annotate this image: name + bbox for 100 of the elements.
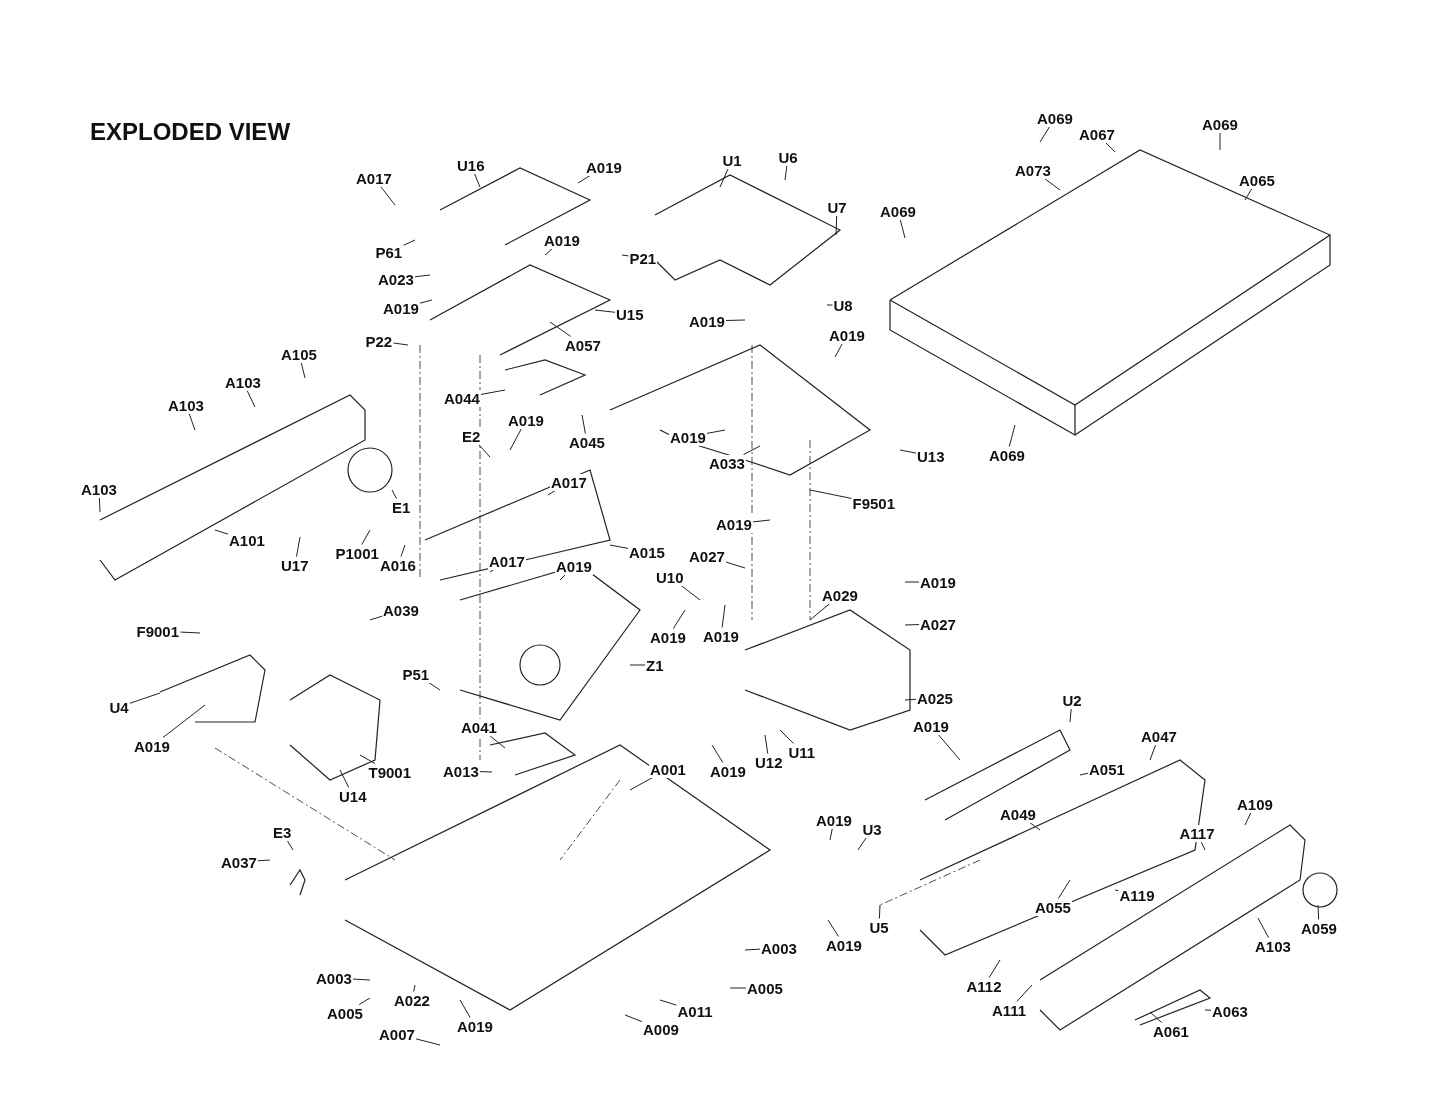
leader-line: [246, 390, 256, 408]
leader-line: [835, 215, 838, 236]
leader-line: [414, 274, 431, 278]
leader-line: [826, 304, 833, 306]
leader-line: [581, 414, 586, 434]
leader-line: [725, 319, 746, 321]
leader-line: [509, 428, 522, 451]
leader-line: [1317, 904, 1320, 920]
leader-line: [1200, 841, 1206, 851]
leader-line: [257, 859, 271, 862]
leader-line: [680, 585, 701, 601]
leader-line: [474, 173, 481, 188]
leader-line: [1149, 744, 1157, 761]
leader-line: [129, 692, 161, 704]
callout-label: A019: [715, 515, 753, 533]
leader-line: [1149, 1011, 1163, 1023]
leader-line: [809, 603, 831, 621]
leader-line: [361, 529, 371, 545]
leader-line: [413, 984, 416, 992]
leader-line: [609, 544, 629, 549]
leader-line: [214, 529, 229, 535]
callout-label: A055: [1034, 898, 1072, 916]
leader-line: [1244, 812, 1252, 826]
leader-line: [784, 165, 788, 181]
leader-line: [899, 449, 917, 454]
leader-line: [904, 698, 917, 701]
leader-line: [415, 1038, 441, 1046]
leader-line: [391, 489, 397, 499]
callout-label: A041: [460, 718, 498, 736]
leader-line: [459, 999, 471, 1018]
leader-line: [594, 309, 616, 313]
leader-line: [624, 1014, 643, 1023]
leader-line: [764, 734, 769, 754]
leader-line: [1057, 879, 1071, 899]
leader-line: [286, 840, 294, 851]
leader-line: [549, 321, 572, 337]
leader-line: [419, 299, 433, 304]
leader-line: [878, 904, 881, 919]
leader-line: [809, 489, 852, 499]
leader-line: [743, 445, 761, 455]
leader-line: [719, 168, 729, 188]
leader-line: [744, 948, 761, 951]
leader-line: [904, 581, 920, 583]
leader-line: [1114, 889, 1119, 892]
leader-line: [479, 771, 493, 773]
leader-line: [621, 254, 629, 257]
leader-line: [1219, 132, 1221, 151]
leader-line: [339, 769, 350, 788]
leader-line: [899, 219, 906, 239]
leader-line: [577, 175, 591, 184]
leader-line: [829, 828, 833, 841]
leader-line: [1069, 708, 1072, 723]
leader-line: [1257, 917, 1269, 938]
leader-line: [359, 754, 376, 764]
leader-line: [400, 544, 406, 557]
leader-line: [752, 519, 771, 523]
leader-line: [629, 777, 654, 791]
diagram-title: EXPLODED VIEW: [90, 118, 291, 146]
leader-line: [779, 729, 794, 744]
leader-line: [1029, 822, 1041, 831]
leader-line: [988, 959, 1001, 978]
leader-line: [1079, 772, 1089, 776]
leader-line: [711, 744, 724, 763]
leader-line: [629, 664, 646, 666]
leader-line: [380, 186, 396, 206]
leader-line: [1244, 188, 1253, 201]
leader-line: [904, 624, 920, 626]
leader-line: [180, 631, 201, 634]
leader-line: [358, 997, 371, 1005]
leader-line: [300, 362, 306, 379]
leader-line: [428, 682, 441, 691]
leader-line: [296, 536, 301, 557]
leader-line: [162, 704, 206, 738]
leader-line: [393, 342, 409, 346]
leader-line: [369, 615, 383, 621]
leader-line: [706, 429, 726, 434]
leader-line: [937, 734, 961, 761]
leader-line: [1039, 126, 1051, 143]
leader-line: [403, 239, 416, 246]
leader-line: [489, 569, 495, 573]
callout-label: E2: [461, 427, 482, 445]
leader-line: [1008, 424, 1016, 447]
leader-line: [725, 561, 746, 569]
callout-label: A033: [708, 454, 746, 472]
callout-label: A117: [1178, 824, 1216, 842]
leader-line: [1204, 1009, 1212, 1011]
leader-line: [480, 389, 506, 395]
leader-line: [98, 497, 101, 513]
leader-line: [489, 735, 506, 749]
leader-line: [478, 444, 491, 458]
leader-line: [659, 999, 677, 1006]
leader-line: [544, 248, 553, 256]
leader-line: [672, 609, 686, 629]
leader-line: [721, 604, 726, 628]
leader-line: [834, 343, 843, 358]
callout-label: A044: [443, 389, 481, 407]
callout-label: A017: [550, 473, 588, 491]
leader-line: [352, 978, 371, 981]
leader-line: [1043, 178, 1061, 191]
leader-line: [857, 837, 867, 851]
